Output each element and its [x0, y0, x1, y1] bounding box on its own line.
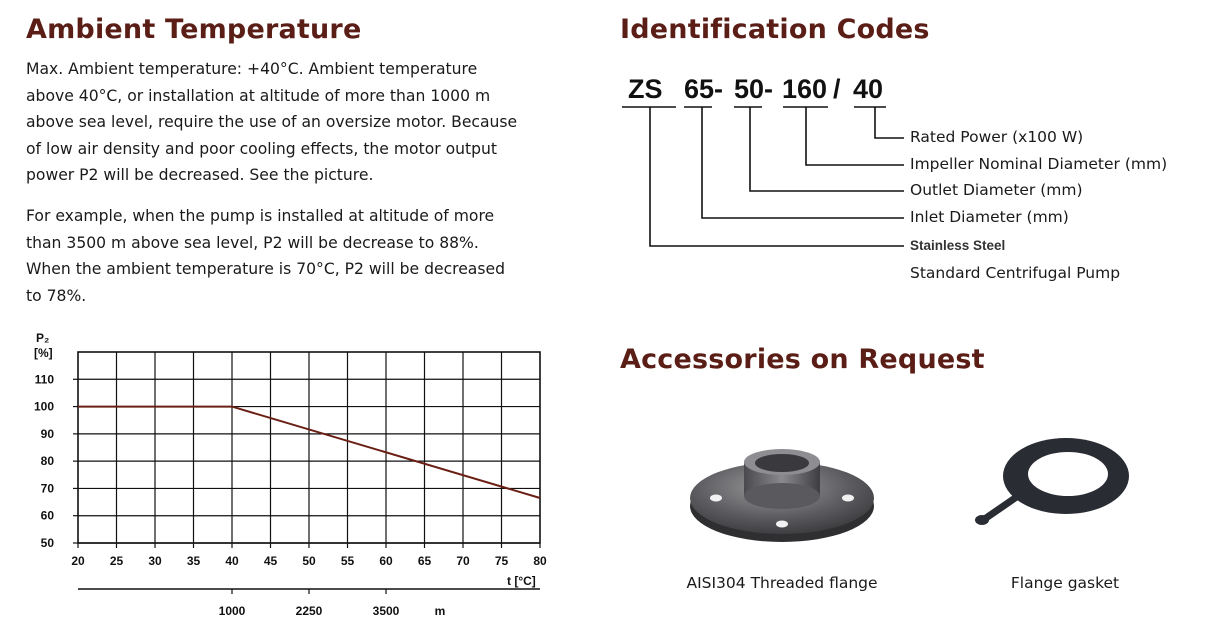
flange-caption: AISI304 Threaded flange	[686, 574, 878, 592]
altitude-tick-label: 1000	[219, 604, 246, 618]
x-tick-label: 70	[456, 554, 470, 568]
paragraph-line: When the ambient temperature is 70°C, P2…	[26, 260, 505, 278]
x-tick-label: 55	[341, 554, 355, 568]
altitude-axis-label: m	[435, 604, 446, 618]
gasket-caption: Flange gasket	[1010, 574, 1120, 592]
altitude-tick-label: 3500	[373, 604, 400, 618]
code-inlet: 65-	[684, 74, 724, 104]
x-tick-label: 20	[71, 554, 85, 568]
paragraph-line: than 3500 m above sea level, P2 will be …	[26, 233, 479, 252]
y-tick-label: 100	[34, 400, 54, 414]
x-tick-label: 75	[495, 554, 509, 568]
x-axis-label: t [°C]	[507, 574, 536, 588]
ambient-heading: Ambient Temperature	[26, 14, 362, 45]
paragraph-line: power P2 will be decreased. See the pict…	[26, 166, 374, 184]
x-tick-label: 50	[302, 554, 316, 568]
label-stainless-steel: Stainless Steel	[910, 238, 1006, 253]
y-tick-label: 70	[41, 481, 55, 495]
connector-steel	[649, 107, 904, 247]
y-axis-label: P₂	[36, 331, 49, 345]
connector-outlet	[749, 107, 904, 192]
paragraph-line: Max. Ambient temperature: +40°C. Ambient…	[26, 60, 478, 78]
y-tick-label: 60	[41, 509, 55, 523]
x-tick-label: 80	[533, 554, 547, 568]
chart-grid	[77, 351, 541, 544]
code-impeller: 160	[782, 74, 828, 104]
paragraph-line: above sea level, require the use of an o…	[26, 113, 518, 131]
x-tick-label: 65	[418, 554, 432, 568]
altitude-tick-label: 2250	[296, 604, 323, 618]
ambient-paragraph-2: For example, when the pump is installed …	[26, 203, 586, 309]
label-impeller: Impeller Nominal Diameter (mm)	[910, 155, 1168, 173]
code-power: 40	[853, 74, 884, 104]
y-tick-label: 50	[41, 536, 55, 550]
label-standard-pump: Standard Centrifugal Pump	[910, 264, 1121, 282]
x-tick-label: 25	[110, 554, 124, 568]
x-tick-label: 40	[225, 554, 239, 568]
threaded-flange-image	[690, 449, 874, 542]
y-tick-label: 110	[35, 372, 55, 386]
label-outlet: Outlet Diameter (mm)	[910, 181, 1083, 199]
label-inlet: Inlet Diameter (mm)	[910, 208, 1069, 226]
connector-inlet	[701, 107, 904, 219]
y-tick-label: 80	[41, 454, 55, 468]
code-series: ZS	[628, 74, 663, 104]
ambient-paragraph-1: Max. Ambient temperature: +40°C. Ambient…	[26, 56, 586, 189]
paragraph-line: For example, when the pump is installed …	[26, 207, 495, 225]
code-connector-lines	[622, 106, 904, 247]
x-tick-label: 35	[187, 554, 201, 568]
derating-curve	[78, 405, 541, 499]
label-rated-power: Rated Power (x100 W)	[910, 128, 1084, 146]
y-tick-label: 90	[41, 427, 55, 441]
connector-impeller	[805, 107, 904, 166]
code-outlet: 50-	[734, 74, 774, 104]
x-tick-label: 30	[148, 554, 162, 568]
paragraph-line: of low air density and poor cooling effe…	[26, 139, 498, 158]
identification-heading: Identification Codes	[620, 14, 930, 45]
y-axis-unit: [%]	[34, 346, 53, 360]
paragraph-line: to 78%.	[26, 286, 87, 305]
paragraph-line: above 40°C, or installation at altitude …	[26, 86, 491, 105]
x-tick-label: 60	[379, 554, 393, 568]
x-tick-label: 45	[264, 554, 278, 568]
derating-chart: 20 25 30 35 40 45 50 55 60 65 70 75 80 50 60 70 80 90 100 1…	[34, 331, 547, 618]
chart-ticks: 20 25 30 35 40 45 50 55 60 65 70 75 80 50 60 70 80 90 100 1…	[34, 372, 547, 618]
flange-gasket-image	[975, 438, 1129, 525]
connector-power	[874, 107, 904, 139]
code-slash: /	[833, 74, 841, 104]
accessories-heading: Accessories on Request	[620, 344, 985, 375]
